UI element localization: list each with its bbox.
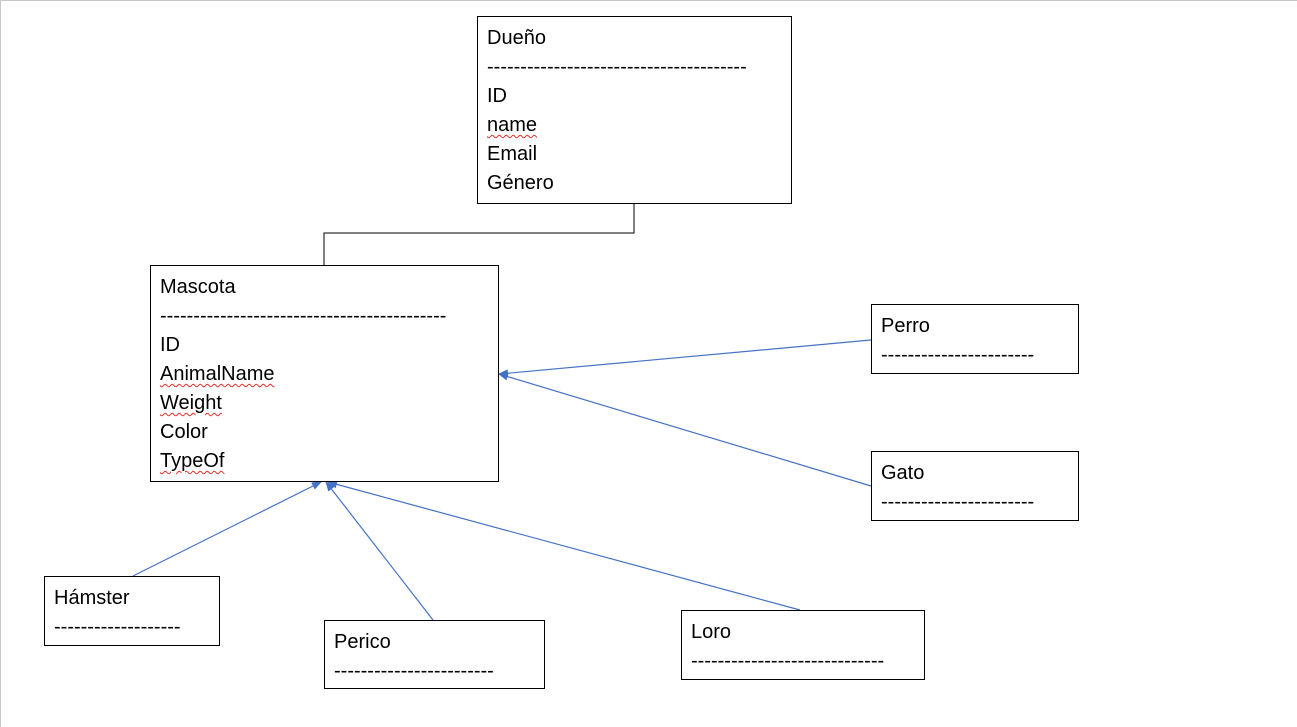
class-box-perro[interactable]: Perro ----------------------- xyxy=(871,304,1079,374)
class-separator-dueno: --------------------------------------- xyxy=(487,56,747,78)
class-box-perico[interactable]: Perico ------------------------ xyxy=(324,620,545,689)
inheritance-perro-mascota[interactable] xyxy=(498,339,872,378)
page-border-left xyxy=(0,0,1,727)
class-separator-mascota: ----------------------------------------… xyxy=(160,305,447,327)
class-separator-gato: ----------------------- xyxy=(881,491,1035,513)
class-title-gato: Gato xyxy=(881,462,925,484)
class-separator-perro: ----------------------- xyxy=(881,344,1035,366)
class-title-loro: Loro xyxy=(691,621,732,643)
class-title-mascota: Mascota xyxy=(160,276,236,298)
class-title-perico: Perico xyxy=(334,631,391,653)
class-box-mascota[interactable]: Mascota --------------------------------… xyxy=(150,265,499,482)
attribute-dueno-name: name xyxy=(487,114,538,136)
class-title-dueno: Dueño xyxy=(487,27,546,49)
class-title-perro: Perro xyxy=(881,315,930,337)
attribute-dueno-email: Email xyxy=(487,143,538,165)
inheritance-gato-mascota[interactable] xyxy=(498,372,872,487)
attribute-mascota-animalname: AnimalName xyxy=(160,363,275,385)
class-separator-loro: ----------------------------- xyxy=(691,650,885,672)
class-box-hamster[interactable]: Hámster ------------------- xyxy=(44,576,220,646)
inheritance-perico-mascota[interactable] xyxy=(325,481,434,621)
attribute-dueno-id: ID xyxy=(487,85,507,107)
class-box-loro[interactable]: Loro ----------------------------- xyxy=(681,610,925,680)
attribute-mascota-typeof: TypeOf xyxy=(160,450,225,472)
page-border-top xyxy=(0,0,1297,1)
class-separator-perico: ------------------------ xyxy=(334,660,494,682)
class-box-dueno[interactable]: Dueño ----------------------------------… xyxy=(477,16,792,204)
attribute-mascota-id: ID xyxy=(160,334,180,356)
class-box-gato[interactable]: Gato ----------------------- xyxy=(871,451,1079,521)
attribute-dueno-genero: Género xyxy=(487,172,554,194)
class-title-hamster: Hámster xyxy=(54,587,130,609)
inheritance-hamster-mascota[interactable] xyxy=(132,481,322,577)
attribute-mascota-weight: Weight xyxy=(160,392,222,414)
class-separator-hamster: ------------------- xyxy=(54,616,181,638)
association-dueno-mascota[interactable] xyxy=(323,203,635,265)
attribute-mascota-color: Color xyxy=(160,421,208,443)
inheritance-loro-mascota[interactable] xyxy=(327,480,801,611)
